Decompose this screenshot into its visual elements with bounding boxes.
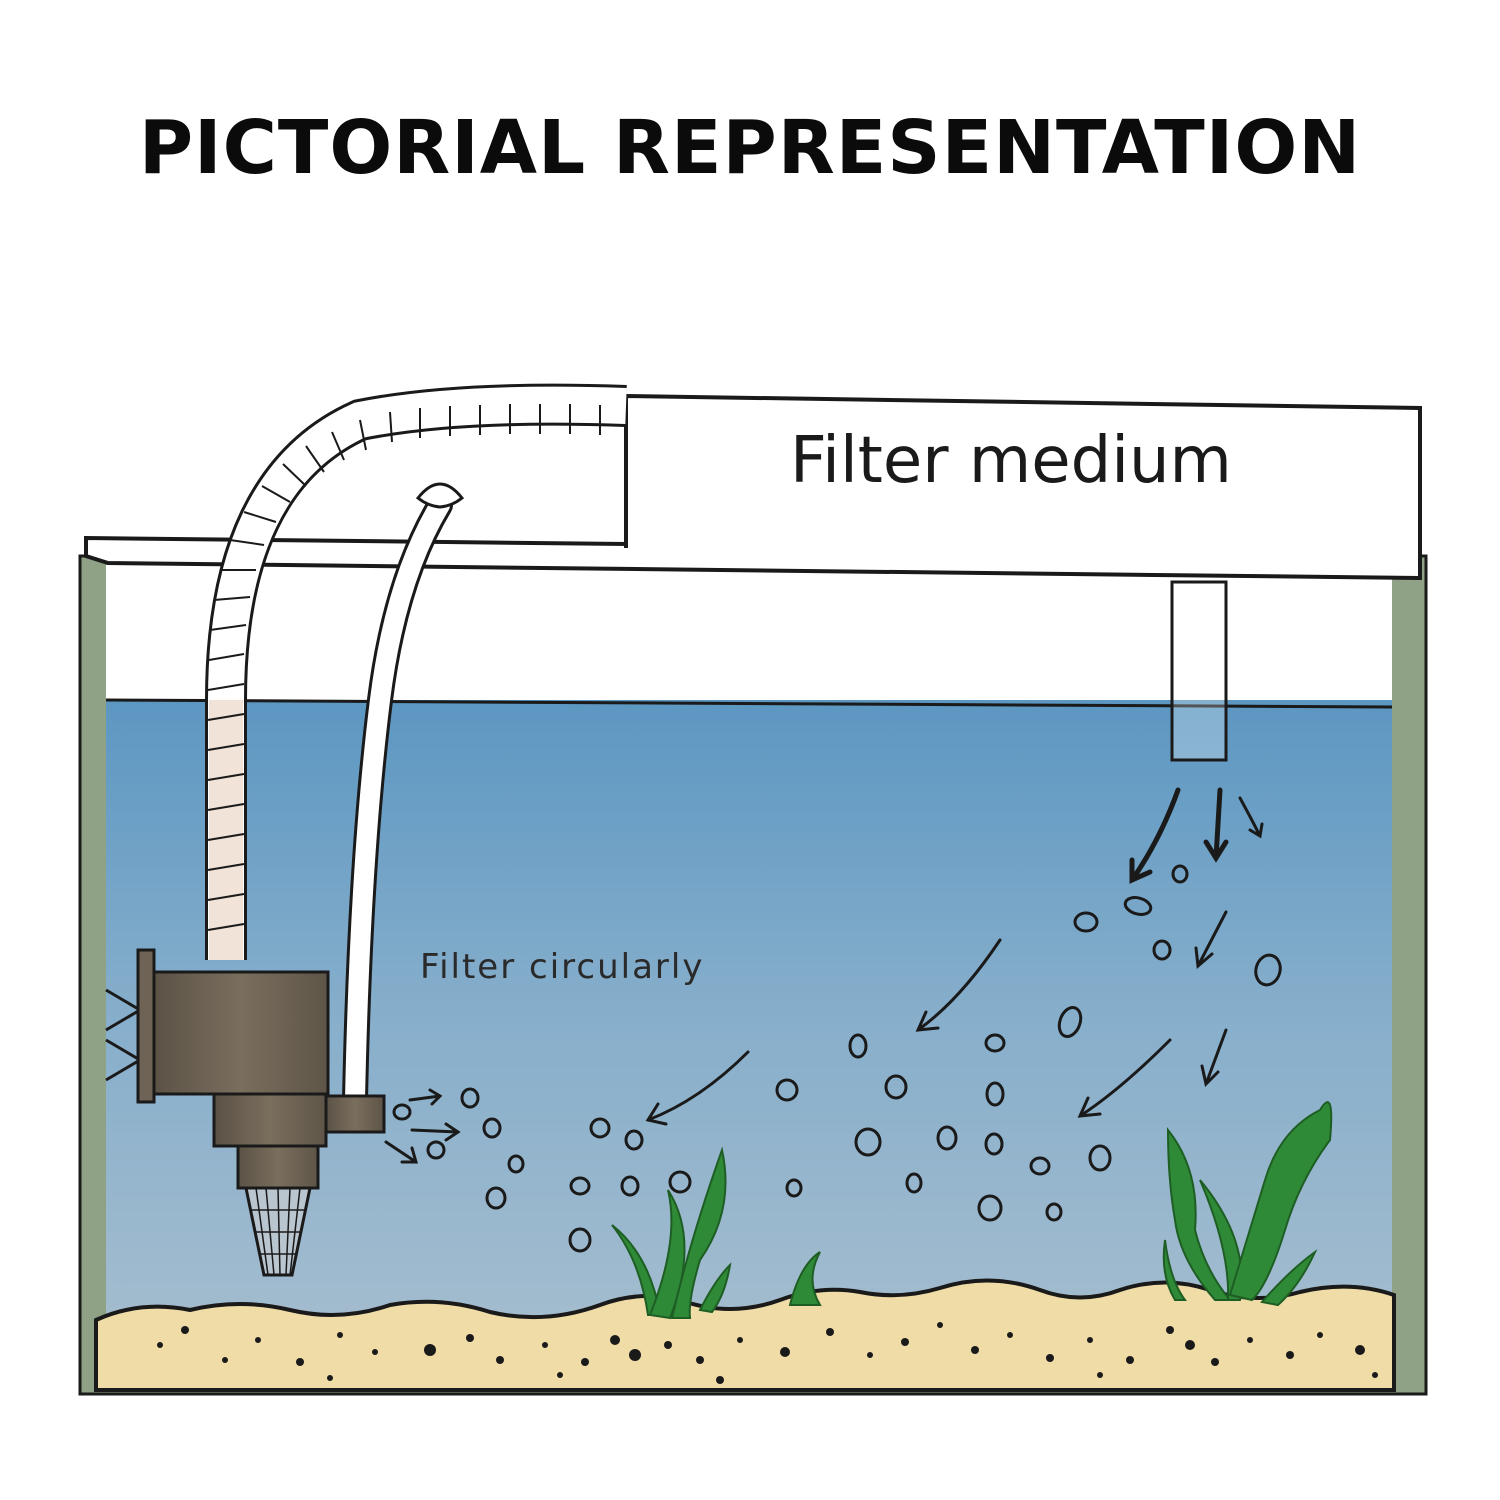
- arrow-nozzle-1: [408, 1088, 443, 1106]
- arrow-down-4: [1194, 910, 1228, 969]
- pump: [105, 948, 386, 1277]
- plant-right-leaf-1: [1166, 1127, 1233, 1301]
- arrow-curve-2: [915, 938, 1002, 1032]
- plant-right-leaf-3: [1228, 1101, 1333, 1302]
- pump-mount-plate: [136, 948, 156, 1104]
- tank: [78, 554, 1428, 1396]
- air-tube-bulb: [415, 482, 465, 509]
- arrow-down-3: [1238, 796, 1264, 839]
- arrow-curve-3: [1077, 1038, 1172, 1118]
- bubbles: [392, 864, 1282, 1253]
- plant-left-leaf-4: [698, 1262, 732, 1314]
- air-tube: [342, 482, 465, 1113]
- water-surface-line: [105, 698, 1393, 709]
- filter-outlet-pipe: [1170, 580, 1228, 762]
- sand-surface: [94, 1278, 1396, 1392]
- arrow-down-1: [1129, 787, 1181, 884]
- arrow-down-2: [1203, 787, 1229, 863]
- sand-bed: [94, 1278, 1396, 1392]
- plants: [611, 1101, 1333, 1320]
- arrow-curve-1: [645, 1050, 750, 1126]
- arrow-nozzle-2: [410, 1122, 461, 1142]
- flow-arrows: [384, 787, 1264, 1164]
- plant-left-leaf-3: [670, 1146, 727, 1319]
- pump-body: [152, 970, 330, 1096]
- hose-ribs: [207, 404, 601, 931]
- arrow-nozzle-3: [384, 1140, 418, 1164]
- plant-mid-leaf: [788, 1251, 822, 1306]
- filter-medium-label: Filter medium: [790, 424, 1232, 498]
- pump-lower-block: [212, 1092, 328, 1148]
- plant-right-leaf-5: [1162, 1239, 1187, 1301]
- plant-right-leaf-2: [1199, 1179, 1243, 1301]
- plant-right-leaf-4: [1260, 1248, 1318, 1307]
- pump-outlet-nozzle: [324, 1094, 386, 1134]
- arrow-down-5: [1200, 1028, 1228, 1087]
- page-title: PICTORIAL REPRESENTATION: [138, 105, 1362, 191]
- ribbed-hose: [205, 383, 627, 960]
- filter-circularly-label: Filter circularly: [420, 947, 704, 987]
- gravel-specks: [157, 1322, 1378, 1384]
- pump-intake-neck: [236, 1144, 320, 1190]
- tank-air-space: [106, 565, 1392, 700]
- filter-medium-box: Filter medium: [84, 393, 1422, 581]
